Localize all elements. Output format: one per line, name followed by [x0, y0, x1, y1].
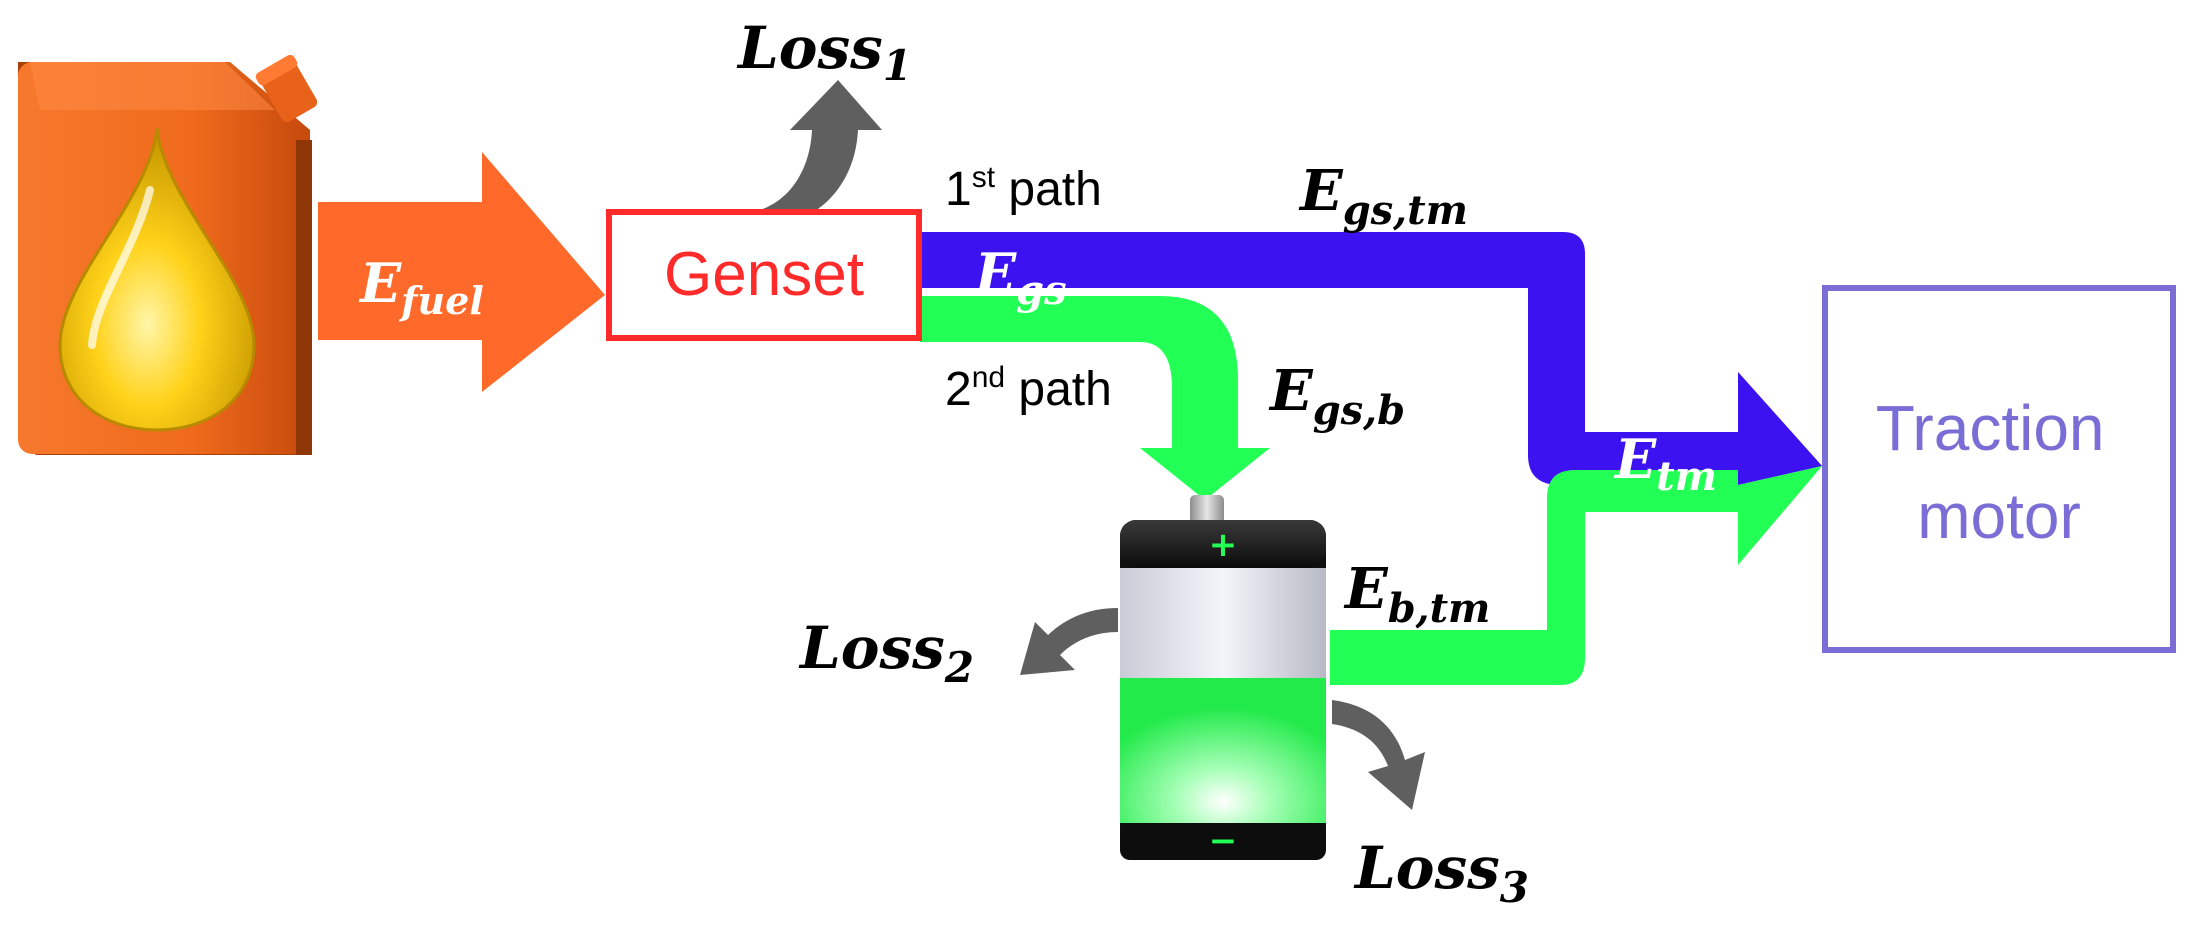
e-gs-b-label: Egs,b	[1268, 358, 1405, 434]
e-b-tm-label: Eb,tm	[1343, 556, 1490, 632]
battery-minus-icon: −	[1209, 821, 1238, 861]
traction-motor-box	[1822, 285, 2176, 653]
fuel-energy-arrow	[318, 152, 605, 392]
fuel-energy-label: Efuel	[358, 251, 484, 323]
e-gs-label: Egs	[973, 241, 1067, 314]
e-gs-tm-label: Egs,tm	[1298, 158, 1468, 234]
genset-box	[606, 209, 922, 341]
second-path-flow	[920, 296, 1270, 500]
fuel-can-icon	[18, 54, 318, 455]
loss2-label: Loss2	[798, 614, 974, 692]
loss2-arrow	[1020, 608, 1118, 675]
battery-plus-icon: +	[1209, 525, 1238, 565]
loss1-label: Loss1	[736, 14, 912, 90]
loss3-label: Loss3	[1353, 834, 1529, 912]
battery-icon: + −	[1120, 495, 1326, 861]
traction-motor-label: Traction motor	[1876, 392, 2123, 552]
loss1-arrow	[760, 80, 882, 222]
first-path-label: 1st path	[945, 161, 1102, 216]
genset-label: Genset	[664, 240, 864, 309]
traction-line1: Traction	[1876, 392, 2105, 464]
traction-line2: motor	[1917, 480, 2081, 552]
e-tm-label: Etm	[1613, 427, 1717, 500]
second-path-label: 2nd path	[945, 361, 1112, 416]
tm-arrowhead-upper	[1528, 372, 1822, 466]
battery-to-motor-flow	[1330, 466, 1822, 685]
loss3-arrow	[1332, 700, 1425, 810]
